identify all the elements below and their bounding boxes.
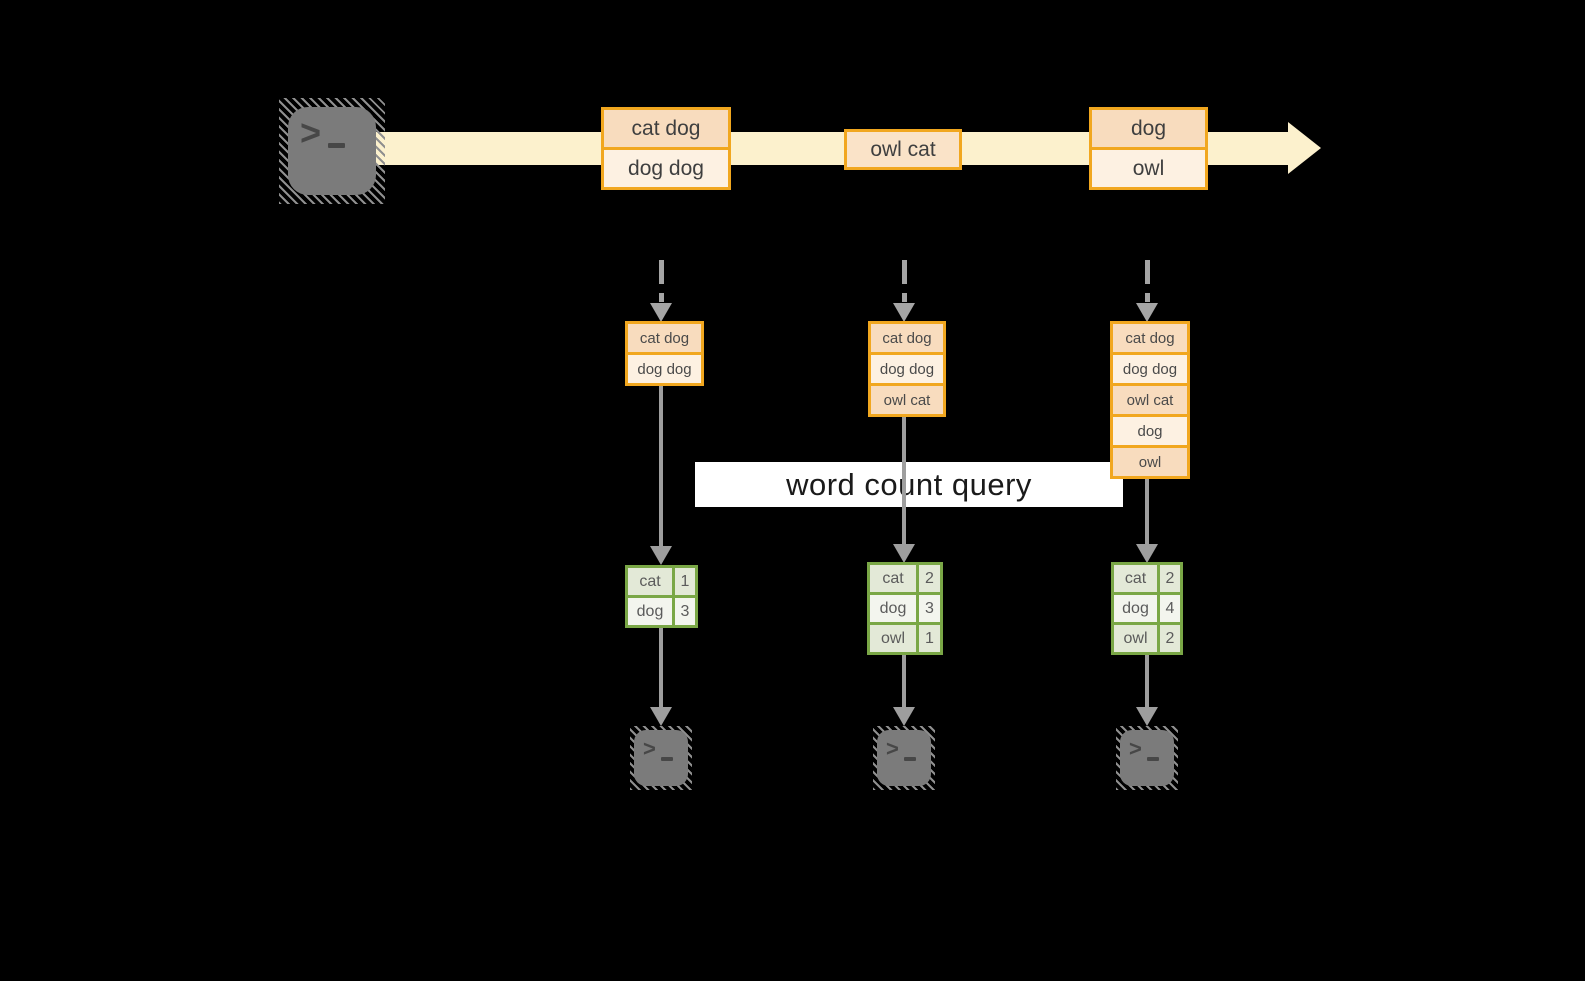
count-cell: 2 — [1160, 625, 1180, 652]
sink-terminal-icon-2: > — [873, 726, 935, 790]
terminal-underscore-icon — [1147, 757, 1159, 761]
word-cell: owl — [870, 625, 916, 652]
ingest-arrow-3 — [1145, 260, 1150, 302]
stream-arrowhead — [1288, 122, 1321, 174]
buffer-row: dog dog — [871, 355, 943, 383]
query-arrow-3 — [1145, 477, 1149, 544]
buffer-stack-2: cat dog dog dog owl cat — [868, 321, 946, 417]
word-cell: cat — [628, 568, 672, 595]
buffer-row: owl — [1113, 448, 1187, 476]
count-table-2: cat 2 dog 3 owl 1 — [867, 562, 943, 655]
stream-message-line: dog — [1092, 110, 1205, 147]
terminal-underscore-icon — [661, 757, 673, 761]
terminal-prompt-icon: > — [1129, 736, 1142, 761]
output-arrow-1 — [659, 628, 663, 708]
word-cell: owl — [1114, 625, 1157, 652]
stream-message-line: cat dog — [604, 110, 728, 147]
output-arrow-3 — [1145, 655, 1149, 708]
query-arrowhead-3 — [1136, 544, 1158, 563]
output-arrowhead-2 — [893, 707, 915, 726]
buffer-row: dog dog — [1113, 355, 1187, 383]
output-arrowhead-3 — [1136, 707, 1158, 726]
count-cell: 1 — [675, 568, 695, 595]
query-arrow-1 — [659, 384, 663, 547]
query-arrow-2 — [902, 415, 906, 544]
stream-message-line: owl cat — [847, 132, 959, 167]
query-banner-label: word count query — [786, 466, 1032, 502]
buffer-row: cat dog — [871, 324, 943, 352]
query-arrowhead-1 — [650, 546, 672, 565]
stream-message-2: owl cat — [844, 129, 962, 170]
buffer-row: owl cat — [871, 386, 943, 414]
ingest-arrow-1 — [659, 260, 664, 302]
count-cell: 2 — [919, 565, 940, 592]
word-cell: dog — [628, 598, 672, 625]
count-cell: 3 — [919, 595, 940, 622]
ingest-arrow-2 — [902, 260, 907, 302]
buffer-row: cat dog — [628, 324, 701, 352]
count-cell: 1 — [919, 625, 940, 652]
source-terminal-icon: > — [279, 98, 385, 204]
terminal-prompt-icon: > — [300, 112, 322, 153]
terminal-icon: > — [1120, 730, 1174, 786]
terminal-icon: > — [288, 107, 376, 195]
word-cell: cat — [1114, 565, 1157, 592]
count-table-3: cat 2 dog 4 owl 2 — [1111, 562, 1183, 655]
ingest-arrowhead-3 — [1136, 303, 1158, 322]
stream-message-line: dog dog — [604, 147, 728, 187]
sink-terminal-icon-3: > — [1116, 726, 1178, 790]
count-cell: 4 — [1160, 595, 1180, 622]
count-cell: 3 — [675, 598, 695, 625]
terminal-prompt-icon: > — [643, 736, 656, 761]
buffer-row: cat dog — [1113, 324, 1187, 352]
sink-terminal-icon-1: > — [630, 726, 692, 790]
output-arrow-2 — [902, 655, 906, 708]
buffer-row: dog — [1113, 417, 1187, 445]
stream-message-1: cat dog dog dog — [601, 107, 731, 190]
buffer-row: owl cat — [1113, 386, 1187, 414]
terminal-icon: > — [634, 730, 688, 786]
buffer-row: dog dog — [628, 355, 701, 383]
word-cell: dog — [870, 595, 916, 622]
ingest-arrowhead-1 — [650, 303, 672, 322]
count-cell: 2 — [1160, 565, 1180, 592]
stream-message-3: dog owl — [1089, 107, 1208, 190]
buffer-stack-1: cat dog dog dog — [625, 321, 704, 386]
count-table-1: cat 1 dog 3 — [625, 565, 698, 628]
query-banner: word count query — [695, 462, 1123, 507]
terminal-prompt-icon: > — [886, 736, 899, 761]
query-arrowhead-2 — [893, 544, 915, 563]
terminal-icon: > — [877, 730, 931, 786]
output-arrowhead-1 — [650, 707, 672, 726]
word-cell: dog — [1114, 595, 1157, 622]
ingest-arrowhead-2 — [893, 303, 915, 322]
buffer-stack-3: cat dog dog dog owl cat dog owl — [1110, 321, 1190, 479]
terminal-underscore-icon — [328, 143, 345, 148]
word-cell: cat — [870, 565, 916, 592]
terminal-underscore-icon — [904, 757, 916, 761]
stream-message-line: owl — [1092, 147, 1205, 187]
